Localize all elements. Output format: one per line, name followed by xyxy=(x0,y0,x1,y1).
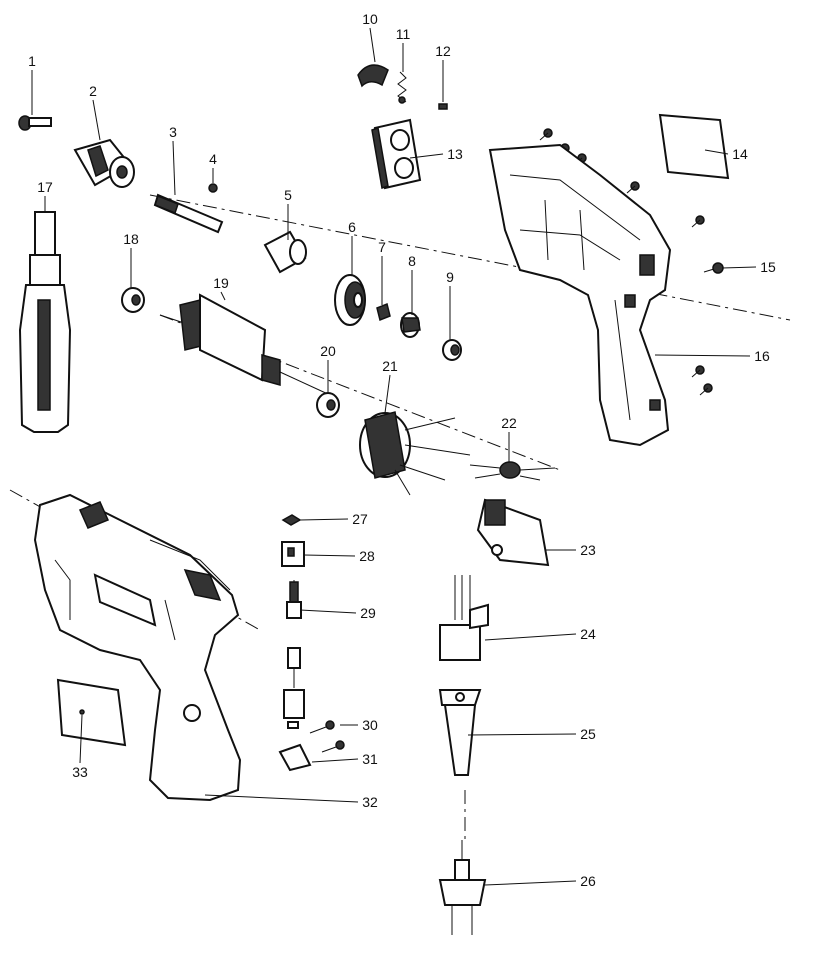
part-2-drill-chuck xyxy=(73,138,135,188)
part-31-clamp xyxy=(278,740,345,772)
leader-line-10 xyxy=(369,27,376,63)
leader-line-25 xyxy=(467,733,577,736)
part-label-14: 14 xyxy=(732,146,748,162)
part-label-12: 12 xyxy=(435,43,451,59)
part-3-spindle xyxy=(153,193,224,234)
leader-line-13 xyxy=(409,153,444,159)
assembly-axis-lower xyxy=(159,314,561,471)
part-9-bearing xyxy=(442,339,462,361)
assembly-axis-upper xyxy=(149,194,791,321)
part-8-clutch xyxy=(400,312,421,338)
part-5-sleeve xyxy=(263,230,307,274)
leader-line-21 xyxy=(384,374,391,414)
part-label-13: 13 xyxy=(447,146,463,162)
part-23-switch xyxy=(476,498,550,567)
leader-line-3 xyxy=(172,140,176,196)
part-13-brush-holder-plate xyxy=(371,118,422,190)
part-label-20: 20 xyxy=(320,343,336,359)
part-label-11: 11 xyxy=(396,26,411,42)
part-4-steel-ball xyxy=(208,183,218,193)
part-17-side-handle xyxy=(18,211,72,433)
part-32-housing-half xyxy=(33,493,242,802)
part-6-gear xyxy=(334,274,366,326)
part-1-chuck-screw xyxy=(18,115,52,131)
part-15-screw xyxy=(703,262,724,274)
part-29b-carbon-brush xyxy=(287,647,301,688)
part-10-switch-button xyxy=(357,64,389,88)
part-label-23: 23 xyxy=(580,542,596,558)
part-label-17: 17 xyxy=(37,179,53,195)
leader-line-29 xyxy=(299,609,357,614)
part-label-31: 31 xyxy=(362,751,378,767)
part-18-bearing xyxy=(121,287,145,313)
leader-lines xyxy=(31,27,757,886)
part-28-brush-holder-block xyxy=(281,541,305,567)
leader-line-27 xyxy=(299,518,349,521)
part-label-18: 18 xyxy=(123,231,139,247)
part-label-16: 16 xyxy=(754,348,770,364)
part-label-26: 26 xyxy=(580,873,596,889)
part-26-power-plug xyxy=(438,840,487,935)
part-20-bearing xyxy=(316,392,340,418)
part-29-carbon-brush-spring xyxy=(286,580,302,619)
part-label-22: 22 xyxy=(501,415,517,431)
part-label-30: 30 xyxy=(362,717,378,733)
part-label-21: 21 xyxy=(382,358,398,374)
part-7-key xyxy=(376,302,391,322)
leader-line-24 xyxy=(484,633,577,641)
leader-line-16 xyxy=(654,354,751,357)
part-label-5: 5 xyxy=(284,187,292,203)
part-33-label-plate xyxy=(56,678,127,747)
leader-line-26 xyxy=(484,880,577,886)
part-label-4: 4 xyxy=(209,151,217,167)
leader-line-14 xyxy=(704,149,729,155)
part-label-27: 27 xyxy=(352,511,368,527)
part-label-33: 33 xyxy=(72,764,88,780)
part-11-spring xyxy=(397,71,407,104)
leader-line-31 xyxy=(311,758,359,763)
part-label-10: 10 xyxy=(362,11,378,27)
part-label-2: 2 xyxy=(89,83,97,99)
part-21-stator xyxy=(359,411,471,496)
leader-line-32 xyxy=(204,794,359,803)
part-30-brush-holder-lower xyxy=(283,689,335,734)
part-19-armature xyxy=(159,293,331,396)
leader-line-28 xyxy=(303,554,356,557)
part-12-pin xyxy=(438,103,448,110)
part-22-capacitor xyxy=(469,461,556,481)
part-label-29: 29 xyxy=(360,605,376,621)
part-label-1: 1 xyxy=(28,53,36,69)
part-label-25: 25 xyxy=(580,726,596,742)
part-label-15: 15 xyxy=(760,259,776,275)
part-label-28: 28 xyxy=(359,548,375,564)
part-label-9: 9 xyxy=(446,269,454,285)
leader-line-15 xyxy=(721,266,757,269)
part-label-3: 3 xyxy=(169,124,177,140)
part-label-7: 7 xyxy=(378,239,386,255)
part-24-brush-holder xyxy=(439,575,489,661)
part-label-32: 32 xyxy=(362,794,378,810)
part-label-8: 8 xyxy=(408,253,416,269)
part-label-6: 6 xyxy=(348,219,356,235)
part-16-housing-half xyxy=(488,143,672,447)
part-label-24: 24 xyxy=(580,626,596,642)
part-25-cord-guard xyxy=(438,689,482,776)
leader-line-33 xyxy=(79,714,83,764)
part-label-19: 19 xyxy=(213,275,229,291)
leader-line-2 xyxy=(92,99,101,141)
part-14-label-plate xyxy=(658,113,730,180)
leader-line-19 xyxy=(220,291,226,301)
part-27-brush-cap xyxy=(281,514,302,526)
